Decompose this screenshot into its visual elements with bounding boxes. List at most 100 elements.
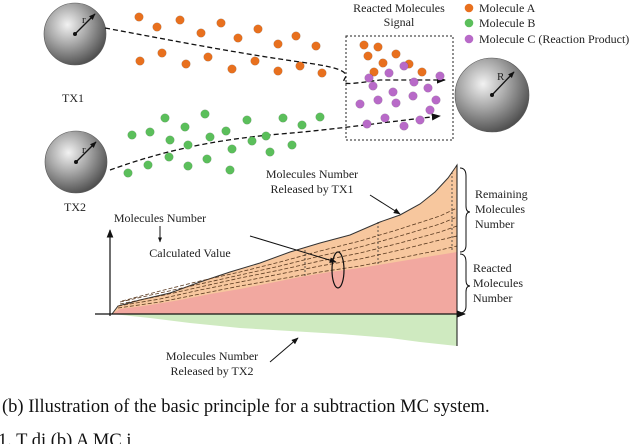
molecule-a-dot xyxy=(134,12,144,22)
tx2-annotation-arrow xyxy=(269,337,299,363)
molecule-b-dot xyxy=(183,140,193,150)
molecule-a-dot xyxy=(253,24,263,34)
tx1-released-label-1: Molecules Number xyxy=(266,167,358,181)
band-lines xyxy=(117,207,458,309)
molecule-b-dot xyxy=(205,132,215,142)
calc-annotation-arrow xyxy=(249,235,337,263)
molecule-a-dot xyxy=(181,59,191,69)
figure-caption: (b) Illustration of the basic principle … xyxy=(2,397,490,417)
rx-sphere: R xyxy=(454,57,530,133)
molecule-b-dot xyxy=(278,113,288,123)
legend: Molecule A Molecule B Molecule C (Reacti… xyxy=(464,1,629,46)
molecule-c-dot xyxy=(425,105,435,115)
molecule-a-dot xyxy=(216,18,226,28)
molecule-c-dot xyxy=(384,68,394,78)
reacted-box-label-line1: Reacted Molecules xyxy=(353,1,445,15)
reacted-label-2: Molecules xyxy=(473,276,523,290)
tx2-released-label-2: Released by TX2 xyxy=(170,364,253,378)
molecule-c-dot xyxy=(431,95,441,105)
rx-radius-label: R xyxy=(497,71,505,83)
molecule-c-dot xyxy=(364,73,374,83)
trajectory-a xyxy=(104,27,446,85)
molecule-b-dot xyxy=(247,136,257,146)
molecule-c-dot xyxy=(435,71,445,81)
molecule-b-dot xyxy=(242,115,252,125)
molecule-c-dot xyxy=(391,98,401,108)
tx2-released-area xyxy=(112,314,457,346)
vertical-markers xyxy=(304,172,453,276)
reacted-label-1: Reacted xyxy=(473,261,512,275)
tx2-radius-label: r xyxy=(82,144,86,156)
footer-fragment: 1. T di (b) A MC i xyxy=(0,431,131,444)
molecule-a-dot xyxy=(233,33,243,43)
molecule-a-dot xyxy=(359,40,369,50)
legend-label-a: Molecule A xyxy=(479,1,536,15)
molecule-a-dot xyxy=(291,31,301,41)
reacted-label-3: Number xyxy=(473,291,512,305)
molecule-c-dot xyxy=(380,113,390,123)
molecule-a-dot xyxy=(373,42,383,52)
molecules-number-label: Molecules Number xyxy=(114,211,206,225)
molecule-c-dot xyxy=(355,99,365,109)
molecule-a-dot xyxy=(135,56,145,66)
calculated-value-ellipse xyxy=(331,251,345,289)
legend-dot-a xyxy=(464,3,474,13)
molecule-b-dot xyxy=(202,154,212,164)
reacted-area xyxy=(112,252,457,314)
tx1-label: TX1 xyxy=(62,91,84,105)
remaining-brace xyxy=(459,167,471,253)
molecule-b-dot xyxy=(221,126,231,136)
reacted-box-label-line2: Signal xyxy=(384,15,415,29)
molecule-a-dot xyxy=(175,15,185,25)
molecule-c-dot xyxy=(423,83,433,93)
molecule-c-dot xyxy=(388,87,398,97)
molecule-a-dot xyxy=(378,58,388,68)
reacted-brace xyxy=(459,253,471,314)
molecule-a-dot xyxy=(250,56,260,66)
molecule-a-dot xyxy=(417,67,427,77)
remaining-label-3: Number xyxy=(475,217,514,231)
molecule-c-dot xyxy=(399,61,409,71)
molecule-a-dot xyxy=(311,41,321,51)
legend-label-b: Molecule B xyxy=(479,16,535,30)
molecule-b-dot xyxy=(164,152,174,162)
molecule-a-dot xyxy=(273,39,283,49)
tx1-radius-label: r xyxy=(82,14,86,26)
molecule-c-dot xyxy=(373,95,383,105)
molecule-a-dot xyxy=(227,64,237,74)
tx2-label: TX2 xyxy=(64,200,86,214)
reacted-molecules-box xyxy=(345,35,454,141)
molecule-b-dot xyxy=(261,131,271,141)
molecule-b-dot xyxy=(183,161,193,171)
molecule-a-dot xyxy=(295,61,305,71)
molecule-b-dot xyxy=(123,168,133,178)
molecule-a-dot xyxy=(203,52,213,62)
molecule-a-dot xyxy=(391,49,401,59)
molecule-c-dot xyxy=(362,119,372,129)
calculated-value-label: Calculated Value xyxy=(149,246,230,260)
molecule-b-dot xyxy=(143,160,153,170)
molecule-a-dot xyxy=(273,66,283,76)
molecule-b-dot xyxy=(265,147,275,157)
molecule-a-dot xyxy=(317,68,327,78)
molecule-b-dot xyxy=(127,130,137,140)
molecule-b-dot xyxy=(225,165,235,175)
tx1-released-label-2: Released by TX1 xyxy=(270,182,353,196)
molecule-a-dot xyxy=(157,48,167,58)
molecule-a-dot xyxy=(369,67,379,77)
molecule-c-dot xyxy=(409,77,419,87)
molecule-b-dot xyxy=(160,113,170,123)
trajectory-b xyxy=(109,113,441,171)
molecule-a-dot xyxy=(363,51,373,61)
remaining-label-1: Remaining xyxy=(475,187,528,201)
molecule-b-dot xyxy=(145,127,155,137)
tx2-sphere: r xyxy=(44,130,108,194)
legend-label-c: Molecule C (Reaction Product) xyxy=(479,32,629,46)
tx1-annotation-arrow xyxy=(369,194,401,215)
molecule-b-dot xyxy=(180,122,190,132)
molecule-c-dot xyxy=(415,115,425,125)
molecules-group xyxy=(123,12,445,178)
molecule-b-dot xyxy=(227,144,237,154)
molecule-c-dot xyxy=(368,81,378,91)
